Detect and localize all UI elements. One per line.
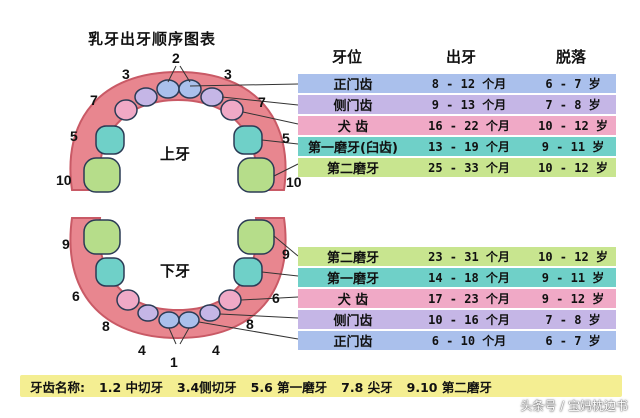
- tooth-name: 第二磨牙: [326, 251, 379, 266]
- erupt-age: 10 - 16 个月: [428, 313, 510, 327]
- lower-tooth-molar2-r: [237, 219, 275, 255]
- header-tooth: 牙位: [332, 48, 363, 66]
- upper-leader-lines: [167, 65, 299, 177]
- lower-leader-lines: [168, 235, 299, 345]
- upper-tooth-lateral-l: [134, 87, 158, 107]
- table-row: 第一磨牙(臼齿) 13 - 19 个月 9 - 11 岁: [298, 137, 616, 156]
- upper-tooth-molar1-l: [95, 125, 125, 155]
- lower-tooth-incisor-r: [178, 311, 200, 329]
- tooth-name: 侧门齿: [333, 99, 373, 114]
- table-row: 侧门齿 10 - 16 个月 7 - 8 岁: [298, 310, 616, 329]
- shed-age: 10 - 12 岁: [538, 250, 608, 264]
- legend-item: 1.2 中切牙: [99, 379, 163, 395]
- lower-tooth-molar1-l: [95, 257, 125, 287]
- legend-item: 9.10 第二磨牙: [406, 379, 492, 395]
- label-upper-10-right: 10: [286, 174, 302, 190]
- tooth-name: 第二磨牙: [326, 162, 379, 177]
- lower-tooth-canine-r: [218, 289, 242, 311]
- label-upper-5-left: 5: [70, 128, 78, 144]
- table-row: 正门齿 8 - 12 个月 6 - 7 岁: [298, 74, 616, 93]
- legend-item: 5.6 第一磨牙: [250, 379, 328, 395]
- lower-jaw-label: 下牙: [160, 262, 191, 280]
- table-row: 犬 齿 17 - 23 个月 9 - 12 岁: [298, 289, 616, 308]
- tooth-names-legend: 牙齿名称: 1.2 中切牙 3.4侧切牙 5.6 第一磨牙 7.8 尖牙 9.1…: [20, 375, 622, 397]
- erupt-age: 9 - 13 个月: [431, 98, 507, 112]
- shed-age: 7 - 8 岁: [545, 313, 601, 327]
- label-lower-4-left: 4: [138, 342, 146, 358]
- shed-age: 10 - 12 岁: [538, 161, 608, 175]
- lower-tooth-lateral-r: [199, 304, 221, 322]
- label-upper-3-right: 3: [224, 66, 232, 82]
- erupt-age: 14 - 18 个月: [428, 271, 510, 285]
- label-upper-7-left: 7: [90, 92, 98, 108]
- tooth-name: 犬 齿: [337, 293, 369, 308]
- table-row: 侧门齿 9 - 13 个月 7 - 8 岁: [298, 95, 616, 114]
- legend-item: 7.8 尖牙: [341, 379, 393, 395]
- watermark: 头条号 / 宝妈枕边书: [520, 399, 628, 413]
- label-upper-2: 2: [172, 50, 180, 66]
- shed-age: 7 - 8 岁: [545, 98, 601, 112]
- shed-age: 9 - 11 岁: [541, 271, 605, 285]
- tooth-name: 正门齿: [333, 78, 373, 93]
- table-row: 正门齿 6 - 10 个月 6 - 7 岁: [298, 331, 616, 350]
- table-row: 犬 齿 16 - 22 个月 10 - 12 岁: [298, 116, 616, 135]
- table-row: 第一磨牙 14 - 18 个月 9 - 11 岁: [298, 268, 616, 287]
- lower-tooth-lateral-l: [137, 304, 159, 322]
- upper-tooth-molar2-l: [83, 157, 121, 193]
- legend-item: 3.4侧切牙: [177, 379, 237, 395]
- shed-age: 6 - 7 岁: [545, 77, 601, 91]
- tooth-name: 犬 齿: [337, 120, 369, 135]
- erupt-age: 6 - 10 个月: [431, 334, 507, 348]
- lower-teeth: [83, 219, 275, 329]
- label-lower-6-right: 6: [272, 290, 280, 306]
- label-lower-6-left: 6: [72, 288, 80, 304]
- upper-tooth-canine-r: [220, 99, 244, 121]
- label-upper-10-left: 10: [56, 172, 72, 188]
- label-lower-8-right: 8: [246, 316, 254, 332]
- shed-age: 9 - 11 岁: [541, 140, 605, 154]
- upper-tooth-canine-l: [114, 99, 138, 121]
- table-row: 第二磨牙 23 - 31 个月 10 - 12 岁: [298, 247, 616, 266]
- label-lower-1: 1: [170, 354, 178, 370]
- upper-tooth-incisor-r: [178, 79, 202, 99]
- legend-prefix: 牙齿名称:: [30, 379, 85, 395]
- lower-tooth-incisor-l: [158, 311, 180, 329]
- shed-age: 9 - 12 岁: [541, 292, 605, 306]
- lower-tooth-molar2-l: [83, 219, 121, 255]
- tooth-name: 第一磨牙(臼齿): [308, 141, 398, 156]
- erupt-age: 17 - 23 个月: [428, 292, 510, 306]
- lower-tooth-molar1-r: [233, 257, 263, 287]
- erupt-age: 23 - 31 个月: [428, 250, 510, 264]
- shed-age: 10 - 12 岁: [538, 119, 608, 133]
- chart-title: 乳牙出牙顺序图表: [88, 30, 217, 48]
- erupt-age: 8 - 12 个月: [431, 77, 507, 91]
- label-lower-9-left: 9: [62, 236, 70, 252]
- label-lower-4-right: 4: [212, 342, 220, 358]
- upper-jaw-label: 上牙: [160, 145, 191, 163]
- label-lower-9-right: 9: [282, 246, 290, 262]
- label-lower-8-left: 8: [102, 318, 110, 334]
- erupt-age: 25 - 33 个月: [428, 161, 510, 175]
- upper-tooth-molar2-r: [237, 157, 275, 193]
- shed-age: 6 - 7 岁: [545, 334, 601, 348]
- erupt-age: 13 - 19 个月: [428, 140, 510, 154]
- table-row: 第二磨牙 25 - 33 个月 10 - 12 岁: [298, 158, 616, 177]
- header-erupt: 出牙: [446, 48, 477, 66]
- erupt-age: 16 - 22 个月: [428, 119, 510, 133]
- label-upper-5-right: 5: [282, 130, 290, 146]
- tooth-name: 正门齿: [333, 335, 373, 350]
- label-upper-3-left: 3: [122, 66, 130, 82]
- upper-tooth-molar1-r: [233, 125, 263, 155]
- upper-tooth-incisor-l: [156, 79, 180, 99]
- tooth-name: 第一磨牙: [326, 272, 379, 287]
- lower-eruption-table: 第二磨牙 23 - 31 个月 10 - 12 岁 第一磨牙 14 - 18 个月 9 …: [298, 247, 616, 352]
- header-shed: 脱落: [556, 48, 587, 66]
- tooth-name: 侧门齿: [333, 314, 373, 329]
- upper-teeth: [83, 79, 275, 193]
- label-upper-7-right: 7: [258, 94, 266, 110]
- upper-tooth-lateral-r: [200, 87, 224, 107]
- lower-tooth-canine-l: [116, 289, 140, 311]
